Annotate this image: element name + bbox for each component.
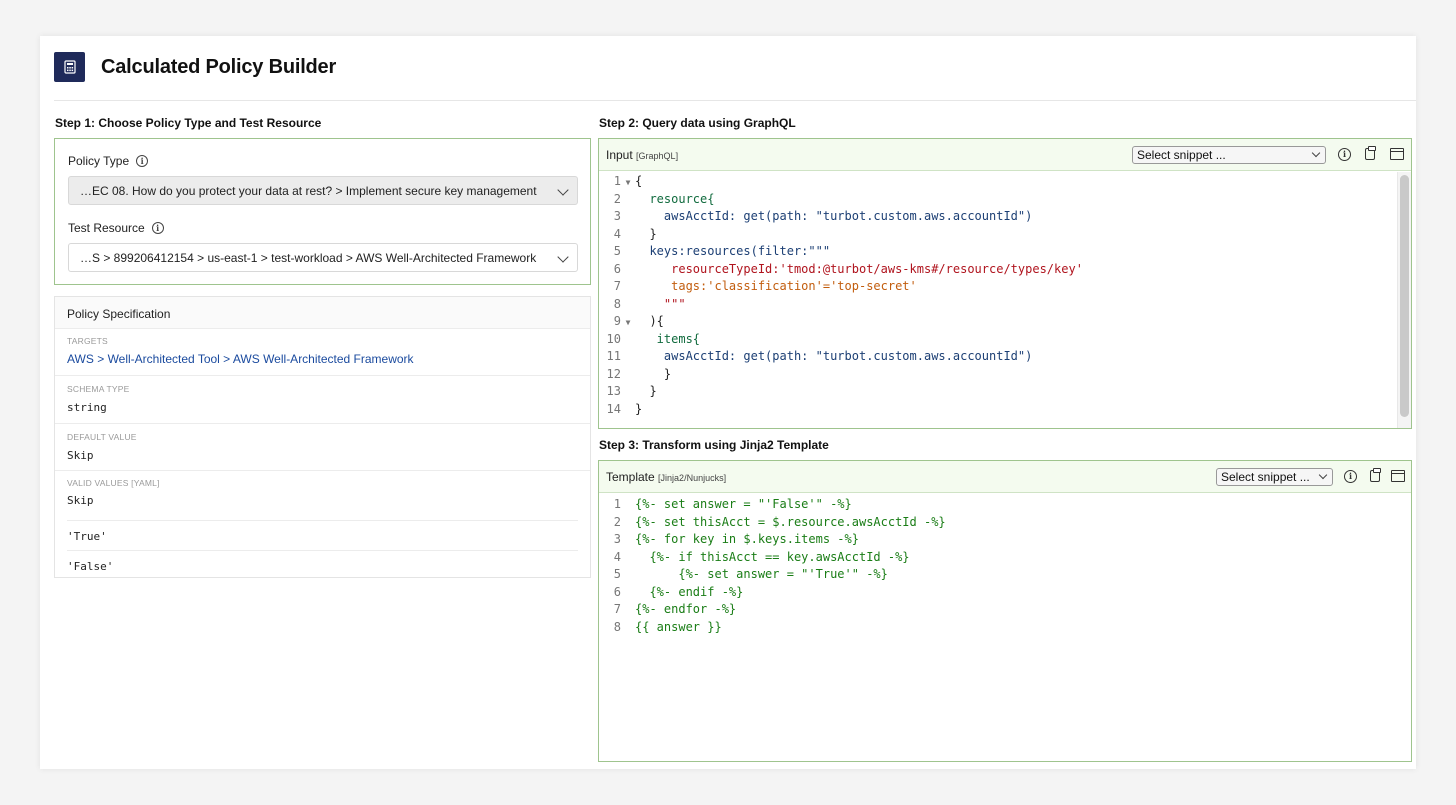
graphql-scrollbar[interactable]	[1400, 175, 1409, 417]
jinja-snippet-placeholder: Select snippet ...	[1221, 470, 1310, 484]
valid-values-section: VALID VALUES [YAML] Skip 'True' 'False'	[55, 471, 590, 581]
step1-panel: Policy Type i …EC 08. How do you protect…	[54, 138, 591, 285]
valid-values-key: VALID VALUES [YAML]	[67, 478, 160, 488]
step2-label: Step 2: Query data using GraphQL	[599, 116, 796, 130]
code-line: 9▼ ){	[613, 314, 664, 328]
jinja-code[interactable]: 1 {%- set answer = "'False'" -%} 2 {%- s…	[599, 494, 1411, 761]
valid-value-item: 'True'	[67, 521, 578, 551]
schema-type-section: SCHEMA TYPE string	[55, 376, 590, 424]
window-icon[interactable]	[1390, 148, 1404, 160]
policy-type-value: …EC 08. How do you protect your data at …	[80, 183, 537, 198]
code-line: 5 keys:resources(filter:"""	[613, 244, 831, 258]
test-resource-label: Test Resource i	[68, 221, 164, 235]
window-icon[interactable]	[1391, 470, 1405, 482]
policy-type-label: Policy Type i	[68, 154, 149, 168]
graphql-snippet-placeholder: Select snippet ...	[1137, 148, 1226, 162]
code-line: 6 {%- endif -%}	[613, 585, 744, 599]
graphql-editor-subtitle: [GraphQL]	[636, 151, 679, 161]
chevron-down-icon	[1311, 148, 1321, 158]
jinja-editor-title: Template [Jinja2/Nunjucks]	[606, 470, 726, 484]
default-value: Skip	[67, 449, 94, 462]
test-resource-label-text: Test Resource	[68, 221, 145, 235]
schema-type-value: string	[67, 401, 107, 414]
app-window: Calculated Policy Builder Step 1: Choose…	[40, 36, 1416, 769]
test-resource-select[interactable]: …S > 899206412154 > us-east-1 > test-wor…	[68, 243, 578, 272]
code-line: 6 resourceTypeId:'tmod:@turbot/aws-kms#/…	[613, 262, 1083, 276]
graphql-editor-title-text: Input	[606, 148, 633, 162]
policy-specification-title: Policy Specification	[55, 297, 590, 329]
targets-key: TARGETS	[67, 336, 108, 346]
code-line: 8 {{ answer }}	[613, 620, 722, 634]
schema-type-key: SCHEMA TYPE	[67, 384, 130, 394]
valid-value-item: Skip	[67, 488, 578, 521]
graphql-editor[interactable]: Input [GraphQL] Select snippet ... i 1▼{…	[598, 138, 1412, 429]
code-line: 2 {%- set thisAcct = $.resource.awsAcctI…	[613, 515, 946, 529]
code-line: 3 awsAcctId: get(path: "turbot.custom.aw…	[613, 209, 1033, 223]
graphql-editor-title: Input [GraphQL]	[606, 148, 678, 162]
code-line: 11 awsAcctId: get(path: "turbot.custom.a…	[606, 349, 1033, 363]
clipboard-icon[interactable]	[1365, 146, 1376, 160]
graphql-editor-header: Input [GraphQL] Select snippet ... i	[599, 139, 1411, 171]
info-icon[interactable]: i	[1338, 148, 1351, 161]
code-line: 7 {%- endfor -%}	[613, 602, 737, 616]
test-resource-value: …S > 899206412154 > us-east-1 > test-wor…	[80, 250, 537, 265]
default-value-section: DEFAULT VALUE Skip	[55, 424, 590, 471]
code-line: 3 {%- for key in $.keys.items -%}	[613, 532, 859, 546]
header-divider	[54, 100, 1416, 101]
info-icon[interactable]: i	[136, 155, 149, 167]
code-line: 4 }	[613, 227, 657, 241]
chevron-down-icon	[1318, 470, 1328, 480]
policy-specification-panel: Policy Specification TARGETS AWS > Well-…	[54, 296, 591, 578]
code-line: 7 tags:'classification'='top-secret'	[613, 279, 917, 293]
clipboard-icon[interactable]	[1370, 468, 1381, 482]
chevron-down-icon	[557, 184, 569, 196]
jinja-editor-subtitle: [Jinja2/Nunjucks]	[658, 473, 727, 483]
jinja-snippet-select[interactable]: Select snippet ...	[1216, 468, 1333, 486]
default-value-key: DEFAULT VALUE	[67, 432, 137, 442]
calculator-icon	[54, 52, 85, 82]
code-line: 12 }	[606, 367, 672, 381]
graphql-snippet-select[interactable]: Select snippet ...	[1132, 146, 1326, 164]
step1-label: Step 1: Choose Policy Type and Test Reso…	[55, 116, 322, 130]
code-line: 8 """	[613, 297, 686, 311]
valid-value-item: 'False'	[67, 560, 114, 573]
page-title: Calculated Policy Builder	[101, 55, 337, 78]
step3-label: Step 3: Transform using Jinja2 Template	[599, 438, 829, 452]
code-line: 13 }	[606, 384, 657, 398]
chevron-down-icon	[557, 251, 569, 263]
graphql-code[interactable]: 1▼{ 2 resource{ 3 awsAcctId: get(path: "…	[599, 172, 1411, 428]
jinja-editor-header: Template [Jinja2/Nunjucks] Select snippe…	[599, 461, 1411, 493]
code-line: 10 items{	[606, 332, 701, 346]
jinja-editor-title-text: Template	[606, 470, 655, 484]
jinja-editor[interactable]: Template [Jinja2/Nunjucks] Select snippe…	[598, 460, 1412, 762]
code-line: 14 }	[606, 402, 643, 416]
targets-link[interactable]: AWS > Well-Architected Tool > AWS Well-A…	[67, 352, 414, 366]
info-icon[interactable]: i	[151, 222, 164, 234]
code-line: 1 {%- set answer = "'False'" -%}	[613, 497, 852, 511]
code-line: 5 {%- set answer = "'True'" -%}	[613, 567, 888, 581]
policy-type-select[interactable]: …EC 08. How do you protect your data at …	[68, 176, 578, 205]
code-line: 2 resource{	[613, 192, 715, 206]
policy-type-label-text: Policy Type	[68, 154, 130, 168]
info-icon[interactable]: i	[1344, 470, 1357, 483]
code-line: 4 {%- if thisAcct == key.awsAcctId -%}	[613, 550, 910, 564]
code-line: 1▼{	[613, 174, 643, 188]
targets-section: TARGETS AWS > Well-Architected Tool > AW…	[55, 329, 590, 376]
header: Calculated Policy Builder	[54, 52, 336, 82]
